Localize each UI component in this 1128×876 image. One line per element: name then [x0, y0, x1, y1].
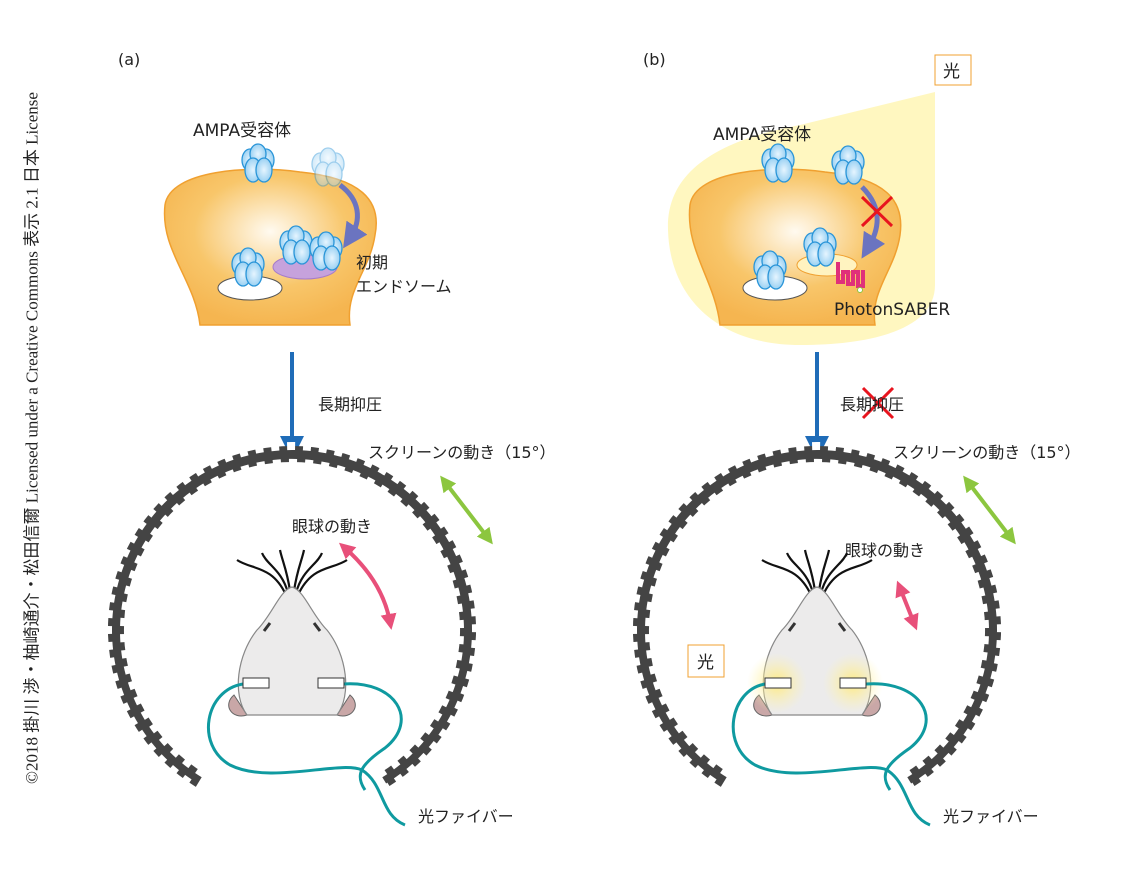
fiber-implant	[242, 677, 270, 689]
optical-fiber	[342, 682, 403, 791]
eye-motion-arrow	[895, 580, 919, 631]
screen-motion-arrow	[963, 475, 1016, 545]
receptor-icon	[311, 147, 345, 187]
mouse	[227, 548, 357, 718]
light-label: 光	[697, 653, 714, 673]
receptor-label: AMPA受容体	[193, 121, 291, 141]
endosome-label-2: エンドソーム	[356, 277, 452, 296]
optical-fiber	[206, 682, 406, 827]
screen-label: スクリーンの動き（15°）	[368, 443, 556, 462]
optical-fiber	[865, 682, 928, 791]
receptor-icon	[279, 225, 313, 265]
receptor-icon	[761, 143, 795, 183]
light-box	[687, 644, 725, 678]
ltd-block-cross-icon	[861, 386, 895, 420]
spine	[163, 168, 377, 326]
internalization-arrow	[338, 183, 368, 249]
panel-label: (b)	[643, 50, 666, 69]
photonsaber-protein	[836, 262, 865, 288]
fiber-implant	[317, 677, 345, 689]
panel-a: (a) AMPA受容体 初期 エンドソーム 長期抑圧 スクリーンの動き（15°）…	[108, 50, 556, 827]
panel-b: (b) 光 AMPA受容体 PhotonSABER 長期抑圧 スクリーンの動き（…	[633, 50, 1081, 827]
receptor-icon	[753, 250, 787, 290]
screen-label: スクリーンの動き（15°）	[893, 443, 1081, 462]
eye-label: 眼球の動き	[292, 517, 372, 536]
photonsaber-label: PhotonSABER	[834, 300, 950, 320]
receptor-icon	[831, 145, 865, 185]
receptor-label: AMPA受容体	[713, 125, 811, 145]
fiber-implant	[764, 677, 792, 689]
eye-label: 眼球の動き	[845, 541, 925, 560]
eye-motion-arrow	[338, 542, 397, 630]
light-label: 光	[943, 62, 960, 82]
ltd-label: 長期抑圧	[318, 395, 382, 414]
photonsaber-tag	[857, 287, 863, 293]
receptor-icon	[309, 231, 343, 271]
receptor-icon	[241, 143, 275, 183]
panel-label: (a)	[118, 50, 140, 69]
fiber-label: 光ファイバー	[943, 807, 1039, 826]
copyright-text: ©2018 掛川 渉・柚崎通介・松田信爾 Licensed under a Cr…	[22, 92, 42, 784]
internalization-arrow	[860, 185, 886, 259]
receptor-icon	[803, 227, 837, 267]
receptor-icon	[231, 247, 265, 287]
optical-fiber	[731, 682, 931, 827]
fiber-implant	[839, 677, 867, 689]
block-cross-icon	[860, 195, 894, 228]
ltd-label: 長期抑圧	[840, 395, 904, 414]
endosome-label-1: 初期	[356, 253, 388, 272]
light-box	[934, 54, 972, 86]
spine	[688, 168, 902, 326]
fiber-label: 光ファイバー	[418, 807, 514, 826]
screen-motion-arrow	[440, 475, 493, 545]
